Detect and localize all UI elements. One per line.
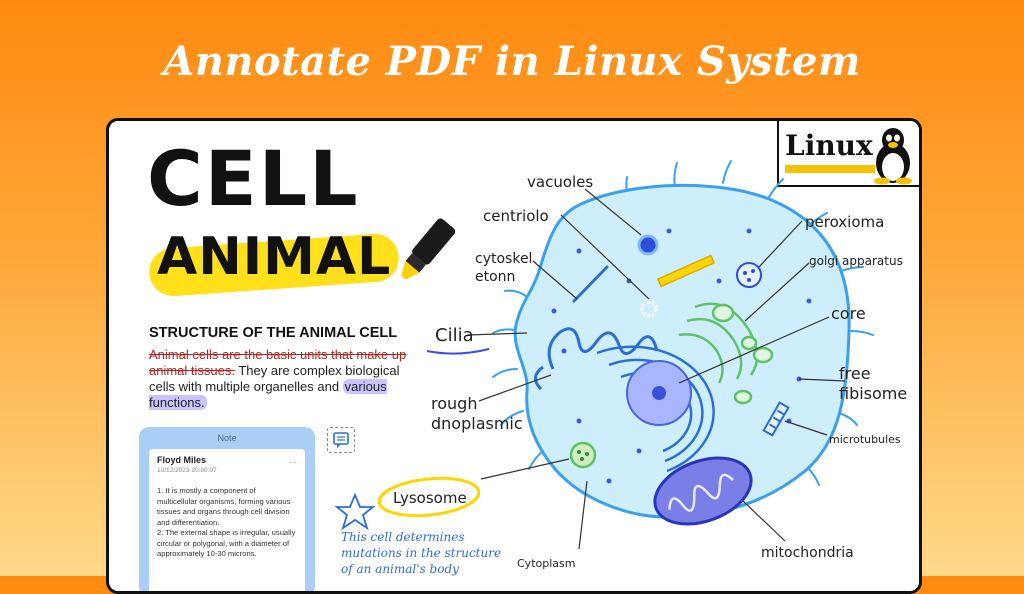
note-content[interactable]: Floyd Miles 10/12/2023 20:80:07 ... 1. I… [149, 449, 305, 591]
label-centriolo: centriolo [483, 207, 549, 225]
note-tool-button[interactable] [327, 427, 355, 453]
note-menu-icon[interactable]: ... [289, 455, 297, 465]
centriole [656, 254, 716, 288]
cilia-underline [426, 348, 490, 355]
logo-stripe [785, 165, 875, 173]
strikethrough-text[interactable]: Animal cells are the basic units that ma… [149, 347, 407, 378]
vacuole [637, 234, 659, 256]
label-peroxioma: peroxioma [805, 213, 884, 231]
label-core: core [831, 304, 866, 323]
label-golgi: golgi apparatus [809, 254, 903, 268]
tux-icon [874, 128, 912, 185]
microtubules [762, 401, 790, 437]
body-text: They are complex biological cells with m… [149, 363, 400, 394]
linux-logo: Linux [777, 121, 919, 187]
label-cytoskeleton-2: etonn [475, 269, 515, 285]
annotation-line-1: This cell determines [341, 530, 465, 544]
linux-logo-text: Linux [785, 129, 873, 162]
mitochondria [653, 456, 753, 526]
label-cytoplasm: Cytoplasm [517, 557, 575, 570]
lysosome-circle [377, 476, 481, 518]
golgi-apparatus [678, 302, 774, 405]
comment-icon [333, 432, 349, 448]
label-free-1: free [839, 364, 871, 383]
banner-title: Annotate PDF in Linux System [163, 38, 861, 85]
highlighter-marker-icon [401, 218, 456, 280]
note-author: Floyd Miles [157, 455, 207, 465]
intro-paragraph: Animal cells are the basic units that ma… [149, 347, 409, 411]
label-rough-1: rough [431, 394, 477, 413]
structure-heading: STRUCTURE OF THE ANIMAL CELL [149, 325, 398, 341]
lysosome [569, 441, 597, 469]
peroxisome [736, 262, 762, 288]
label-lysosome: Lysosome [393, 489, 467, 507]
cytoskeleton [572, 265, 609, 303]
note-body: 1. It is mostly a component of multicell… [157, 486, 296, 558]
note-header: Note [217, 433, 237, 443]
label-microtubules: microtubules [829, 433, 901, 446]
label-cilia: Cilia [435, 325, 474, 346]
label-rough-2: dnoplasmic [431, 414, 523, 433]
diagram-labels: vacuoles centriolo cytoskel etonn peroxi… [393, 173, 907, 570]
rough-endoplasmic-reticulum [534, 327, 659, 391]
star-doodle [334, 492, 376, 531]
cell-diagram: vacuoles centriolo cytoskel etonn peroxi… [334, 160, 907, 576]
centriole-ring [640, 300, 658, 318]
note-panel[interactable]: Note Floyd Miles 10/12/2023 20:80:07 ...… [139, 427, 315, 591]
poster-title-cell: CELL [147, 134, 360, 223]
handwritten-annotation: This cell determines mutations in the st… [341, 530, 501, 576]
nucleolus [652, 386, 666, 400]
label-vacuoles: vacuoles [527, 173, 593, 191]
label-cytoskeleton-1: cytoskel [475, 251, 532, 267]
label-free-2: fibisome [839, 384, 907, 403]
note-date: 10/12/2023 20:80:07 [157, 467, 217, 474]
annotation-line-3: of an animal's body [341, 562, 459, 576]
pdf-page-card: Linux CELL ANIMAL STRUCTURE OF THE ANIMA… [106, 118, 922, 594]
label-leader-lines [466, 188, 846, 550]
annotation-line-2: mutations in the structure [341, 546, 501, 560]
label-mitochondria: mitochondria [761, 545, 854, 561]
poster-title-animal: ANIMAL [157, 227, 392, 287]
